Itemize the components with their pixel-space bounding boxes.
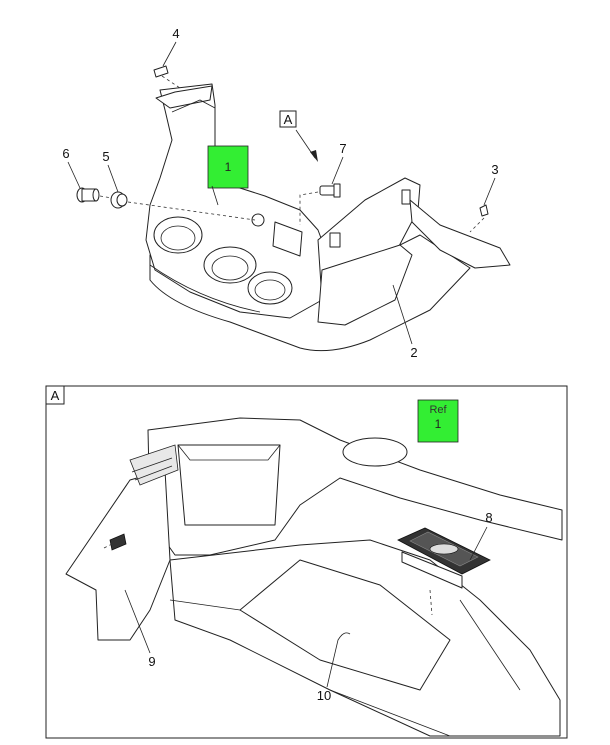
side-panel-2 [317, 244, 413, 326]
view-marker: A [279, 110, 318, 162]
detail-frame-label: A [51, 388, 60, 403]
highlight-ref-number: 1 [435, 417, 442, 431]
callout-9: 9 [148, 654, 155, 669]
clip-3 [469, 204, 489, 233]
cup-holder-center [203, 246, 257, 284]
grommet-5 [110, 191, 128, 209]
callout-4: 4 [172, 26, 179, 41]
mount-hole [251, 213, 265, 227]
highlight-box [207, 145, 249, 189]
highlight-ref-1: Ref 1 [417, 399, 459, 443]
callout-5: 5 [102, 149, 109, 164]
cup-holder-left [153, 216, 203, 254]
callout-8: 8 [485, 510, 492, 525]
callout-2: 2 [410, 345, 417, 360]
console-assembly [145, 83, 511, 352]
callout-3: 3 [491, 162, 498, 177]
floor-pad [239, 559, 451, 691]
switch-opening [272, 221, 303, 257]
right-wing [409, 199, 511, 269]
cup-holder-right [247, 271, 293, 305]
connector-7 [299, 183, 341, 225]
screw-6 [76, 187, 100, 203]
callout-6: 6 [62, 146, 69, 161]
callout-10: 10 [317, 688, 331, 703]
clip-4 [153, 65, 181, 89]
highlight-part-1: 1 [207, 145, 249, 206]
detail-opening [177, 444, 281, 526]
highlight-ref-box [417, 399, 459, 443]
callout-7: 7 [339, 141, 346, 156]
switch-8 [397, 527, 491, 616]
view-marker-label: A [284, 112, 293, 127]
detail-view-a: A Ref 1 8 [45, 385, 568, 739]
console-flange [155, 85, 213, 109]
highlight-label: 1 [225, 160, 232, 174]
highlight-ref-label: Ref [429, 404, 447, 416]
detail-cup-holder [342, 437, 408, 467]
